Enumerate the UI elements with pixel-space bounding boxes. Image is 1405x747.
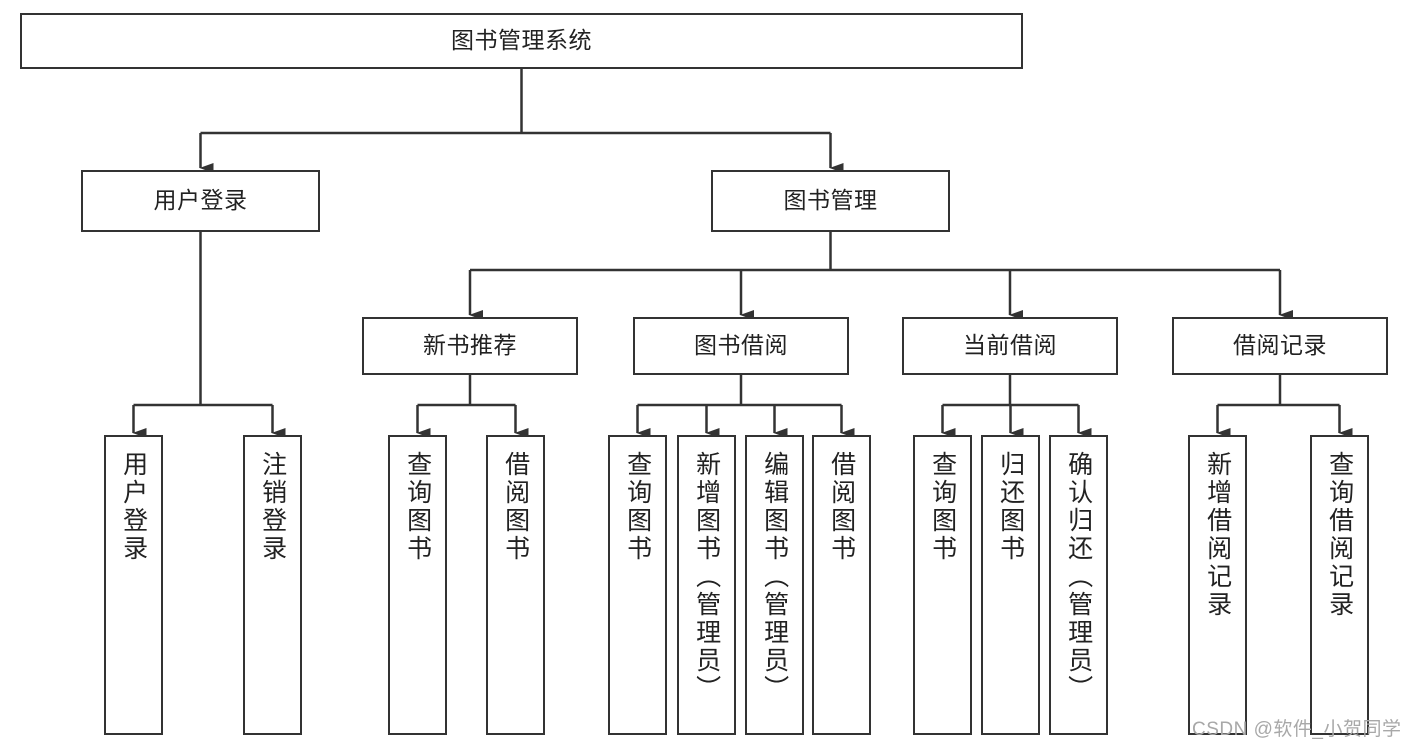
node-book-borrow[interactable]: 图书借阅	[633, 317, 849, 375]
node-label-leaf-logout: 注销登录	[258, 451, 287, 563]
node-label-leaf-user-login: 用户登录	[119, 451, 148, 563]
node-label-leaf-query-book-3: 查询图书	[928, 451, 957, 563]
node-user-login[interactable]: 用户登录	[81, 170, 320, 232]
node-label-book-borrow: 图书借阅	[694, 332, 788, 359]
node-leaf-edit-book[interactable]: 编辑图书（管理员）	[745, 435, 804, 735]
node-label-leaf-borrow-book-1: 借阅图书	[501, 451, 530, 563]
node-label-leaf-query-book-1: 查询图书	[403, 451, 432, 563]
node-leaf-user-login[interactable]: 用户登录	[104, 435, 163, 735]
node-label-leaf-query-record: 查询借阅记录	[1325, 451, 1354, 619]
node-label-leaf-confirm-return: 确认归还（管理员）	[1064, 451, 1093, 703]
node-leaf-query-book-2[interactable]: 查询图书	[608, 435, 667, 735]
node-leaf-add-record[interactable]: 新增借阅记录	[1188, 435, 1247, 735]
node-label-leaf-add-book: 新增图书（管理员）	[692, 451, 721, 703]
node-leaf-confirm-return[interactable]: 确认归还（管理员）	[1049, 435, 1108, 735]
node-leaf-query-record[interactable]: 查询借阅记录	[1310, 435, 1369, 735]
node-leaf-borrow-book-2[interactable]: 借阅图书	[812, 435, 871, 735]
node-label-book-manage: 图书管理	[783, 187, 878, 214]
node-label-leaf-add-record: 新增借阅记录	[1203, 451, 1232, 619]
node-label-root: 图书管理系统	[451, 27, 592, 54]
node-label-current-borrow: 当前借阅	[963, 332, 1057, 359]
node-label-user-login: 用户登录	[153, 187, 248, 214]
node-borrow-record[interactable]: 借阅记录	[1172, 317, 1388, 375]
node-leaf-query-book-1[interactable]: 查询图书	[388, 435, 447, 735]
node-leaf-add-book[interactable]: 新增图书（管理员）	[677, 435, 736, 735]
node-leaf-query-book-3[interactable]: 查询图书	[913, 435, 972, 735]
node-leaf-return-book[interactable]: 归还图书	[981, 435, 1040, 735]
node-label-borrow-record: 借阅记录	[1233, 332, 1327, 359]
node-new-book-rec[interactable]: 新书推荐	[362, 317, 578, 375]
csdn-watermark: CSDN @软件_小贺同学	[1192, 719, 1402, 740]
node-label-leaf-query-book-2: 查询图书	[623, 451, 652, 563]
node-book-manage[interactable]: 图书管理	[711, 170, 950, 232]
node-leaf-logout[interactable]: 注销登录	[243, 435, 302, 735]
node-label-leaf-return-book: 归还图书	[996, 451, 1025, 563]
node-root[interactable]: 图书管理系统	[20, 13, 1023, 69]
node-current-borrow[interactable]: 当前借阅	[902, 317, 1118, 375]
node-leaf-borrow-book-1[interactable]: 借阅图书	[486, 435, 545, 735]
node-label-new-book-rec: 新书推荐	[423, 332, 517, 359]
node-label-leaf-borrow-book-2: 借阅图书	[827, 451, 856, 563]
node-label-leaf-edit-book: 编辑图书（管理员）	[760, 451, 789, 703]
